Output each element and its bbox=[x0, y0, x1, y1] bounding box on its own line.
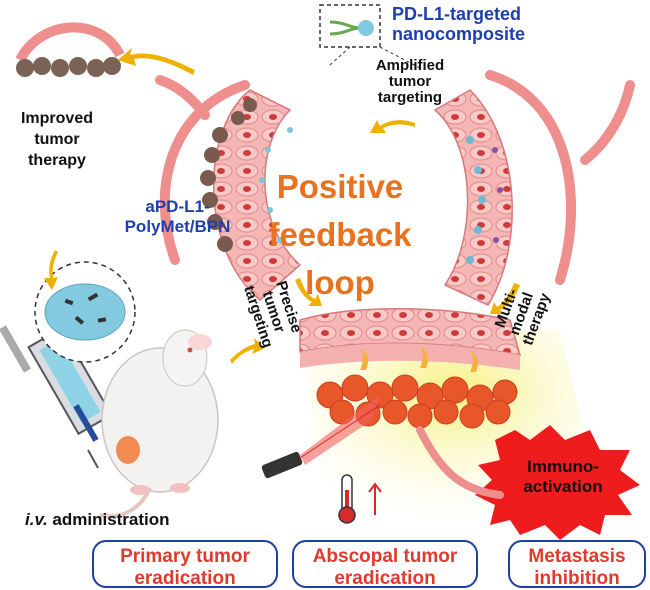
outcome-metastasis-line1: Metastasis bbox=[528, 546, 626, 567]
bottom-vessel bbox=[299, 308, 522, 370]
outcome-metastasis: Metastasis inhibition bbox=[508, 540, 646, 589]
nanocomposite-inset bbox=[319, 4, 421, 69]
outcome-primary-line1: Primary tumor bbox=[120, 546, 250, 567]
outcome-abscopal: Abscopal tumor eradication bbox=[292, 540, 478, 589]
outcome-primary-line2: eradication bbox=[134, 568, 236, 589]
nanocomposite-title: PD-L1-targeted nanocomposite bbox=[392, 4, 526, 44]
left-vessel bbox=[200, 89, 302, 301]
syringe-icon bbox=[0, 325, 113, 469]
loop-line-3: loop bbox=[305, 264, 375, 301]
improved-label: Improved tumor therapy bbox=[20, 110, 93, 169]
thermometer-icon bbox=[338, 474, 356, 524]
outcome-metastasis-line2: inhibition bbox=[534, 568, 620, 589]
left-branch-vessel bbox=[155, 75, 250, 265]
therapy-vessel bbox=[15, 22, 125, 77]
up-arrow-icon bbox=[368, 482, 382, 515]
lower-branch-vessel bbox=[416, 426, 504, 499]
nanoparticle-icon bbox=[34, 261, 136, 363]
immuno-starburst bbox=[475, 425, 640, 540]
loop-line-1: Positive bbox=[276, 168, 404, 205]
flow-arrows bbox=[44, 48, 520, 364]
laser-icon bbox=[261, 395, 381, 479]
mouse-icon bbox=[99, 329, 219, 519]
amplified-label: Amplified tumor targeting bbox=[375, 57, 445, 106]
right-vessel bbox=[433, 89, 513, 306]
iv-rest: administration bbox=[47, 510, 170, 529]
iv-italic: i.v. bbox=[25, 510, 48, 529]
outcome-abscopal-line2: eradication bbox=[334, 568, 436, 589]
outcome-abscopal-line1: Abscopal tumor bbox=[312, 546, 458, 567]
loop-line-2: feedback bbox=[268, 216, 412, 253]
right-branch-vessel bbox=[485, 70, 635, 285]
apdl1-label: aPD-L1-PolyMet/BPN bbox=[124, 197, 231, 236]
outcome-primary: Primary tumor eradication bbox=[92, 540, 278, 589]
iv-label: i.v. administration bbox=[25, 510, 170, 530]
immuno-label: Immuno-activation bbox=[523, 457, 603, 496]
